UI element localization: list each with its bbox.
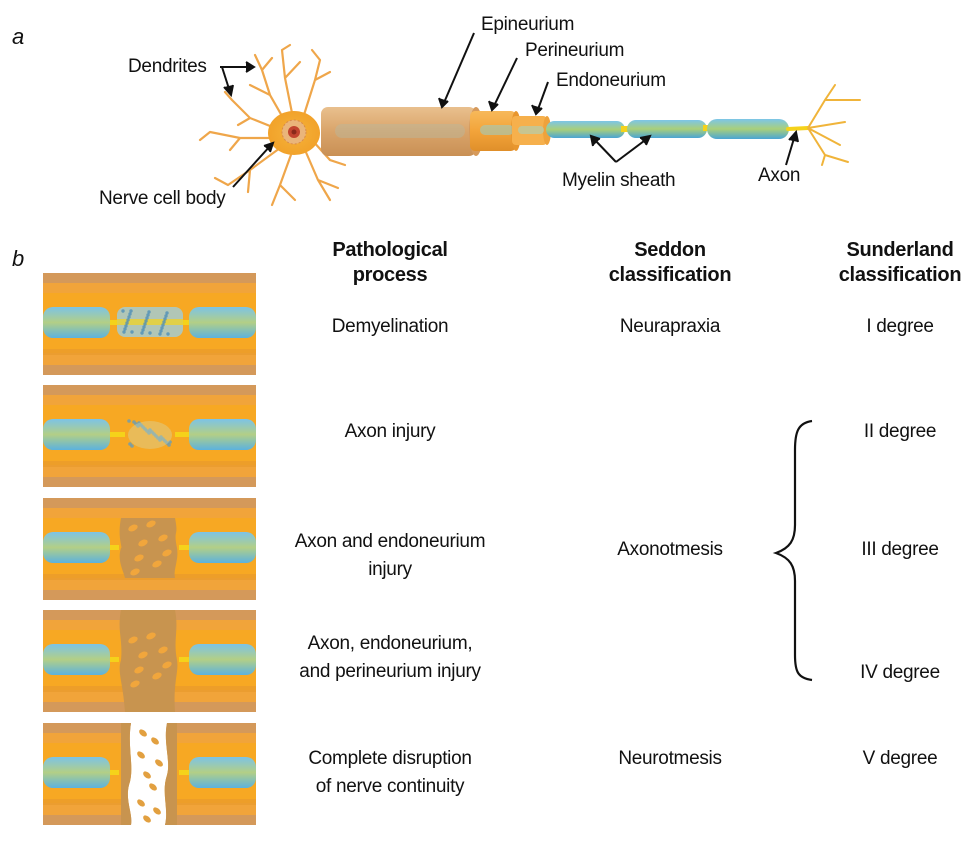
header-sunderland-classification: Sunderland classification xyxy=(820,238,979,288)
axon-terminal xyxy=(786,84,861,166)
nerve-panel-perineurium xyxy=(43,610,256,712)
row-1-process-line1: Demyelination xyxy=(331,316,449,337)
row-3-process-line1: Axon and endoneurium xyxy=(294,531,486,552)
row-3-process: Axon and endoneurium injury xyxy=(280,528,500,584)
label-myelin-sheath: Myelin sheath xyxy=(562,170,676,191)
header-process-line2: process xyxy=(352,264,428,286)
nerve-panel-axon xyxy=(43,385,256,487)
label-axon: Axon xyxy=(758,165,801,186)
row-2-process: Axon injury xyxy=(280,418,500,446)
row-4-process-line2: and perineurium injury xyxy=(299,661,481,682)
myelin-sheath-segments xyxy=(546,119,789,139)
header-sunderland-line2: classification xyxy=(838,264,962,286)
panel-b-letter: b xyxy=(12,246,25,271)
header-process-line1: Pathological xyxy=(332,239,448,261)
header-seddon-line2: classification xyxy=(608,264,732,286)
seddon-axonotmesis: Axonotmesis xyxy=(617,539,723,560)
epineurium-cylinder xyxy=(321,107,483,156)
nerve-panel-demyelination xyxy=(43,273,256,375)
sunderland-degree-5: V degree xyxy=(862,748,938,769)
header-seddon-line1: Seddon xyxy=(634,239,706,261)
sunderland-degree-1: I degree xyxy=(866,316,934,337)
row-3-process-line2: injury xyxy=(368,559,412,580)
sunderland-degree-2: II degree xyxy=(863,421,937,442)
neuron-illustration xyxy=(198,32,861,207)
seddon-neurapraxia: Neurapraxia xyxy=(619,316,721,337)
row-5-process-line1: Complete disruption xyxy=(308,748,472,769)
annotation-arrows xyxy=(220,32,799,188)
seddon-neurotmesis: Neurotmesis xyxy=(618,748,722,769)
sunderland-degree-4: IV degree xyxy=(860,662,940,683)
curly-brace xyxy=(772,419,813,682)
row-2-process-line1: Axon injury xyxy=(344,421,436,442)
label-nerve-cell-body: Nerve cell body xyxy=(99,188,226,209)
header-pathological-process: Pathological process xyxy=(310,238,470,288)
sunderland-degree-3: III degree xyxy=(861,539,939,560)
row-5-process: Complete disruption of nerve continuity xyxy=(280,745,500,801)
header-sunderland-line1: Sunderland xyxy=(846,239,954,261)
label-endoneurium: Endoneurium xyxy=(556,70,666,91)
endoneurium-cylinder xyxy=(512,116,551,145)
nerve-panel-complete xyxy=(43,723,256,825)
nerve-panel-endoneurium xyxy=(43,498,256,600)
dendrites xyxy=(198,43,347,207)
label-perineurium: Perineurium xyxy=(525,40,625,61)
label-dendrites: Dendrites xyxy=(128,56,207,77)
row-4-process-line1: Axon, endoneurium, xyxy=(307,633,473,654)
row-5-process-line2: of nerve continuity xyxy=(315,776,465,797)
header-seddon-classification: Seddon classification xyxy=(590,238,750,288)
label-epineurium: Epineurium xyxy=(481,14,575,35)
row-1-process: Demyelination xyxy=(280,313,500,341)
row-4-process: Axon, endoneurium, and perineurium injur… xyxy=(265,630,515,686)
panel-a-letter: a xyxy=(12,24,25,49)
